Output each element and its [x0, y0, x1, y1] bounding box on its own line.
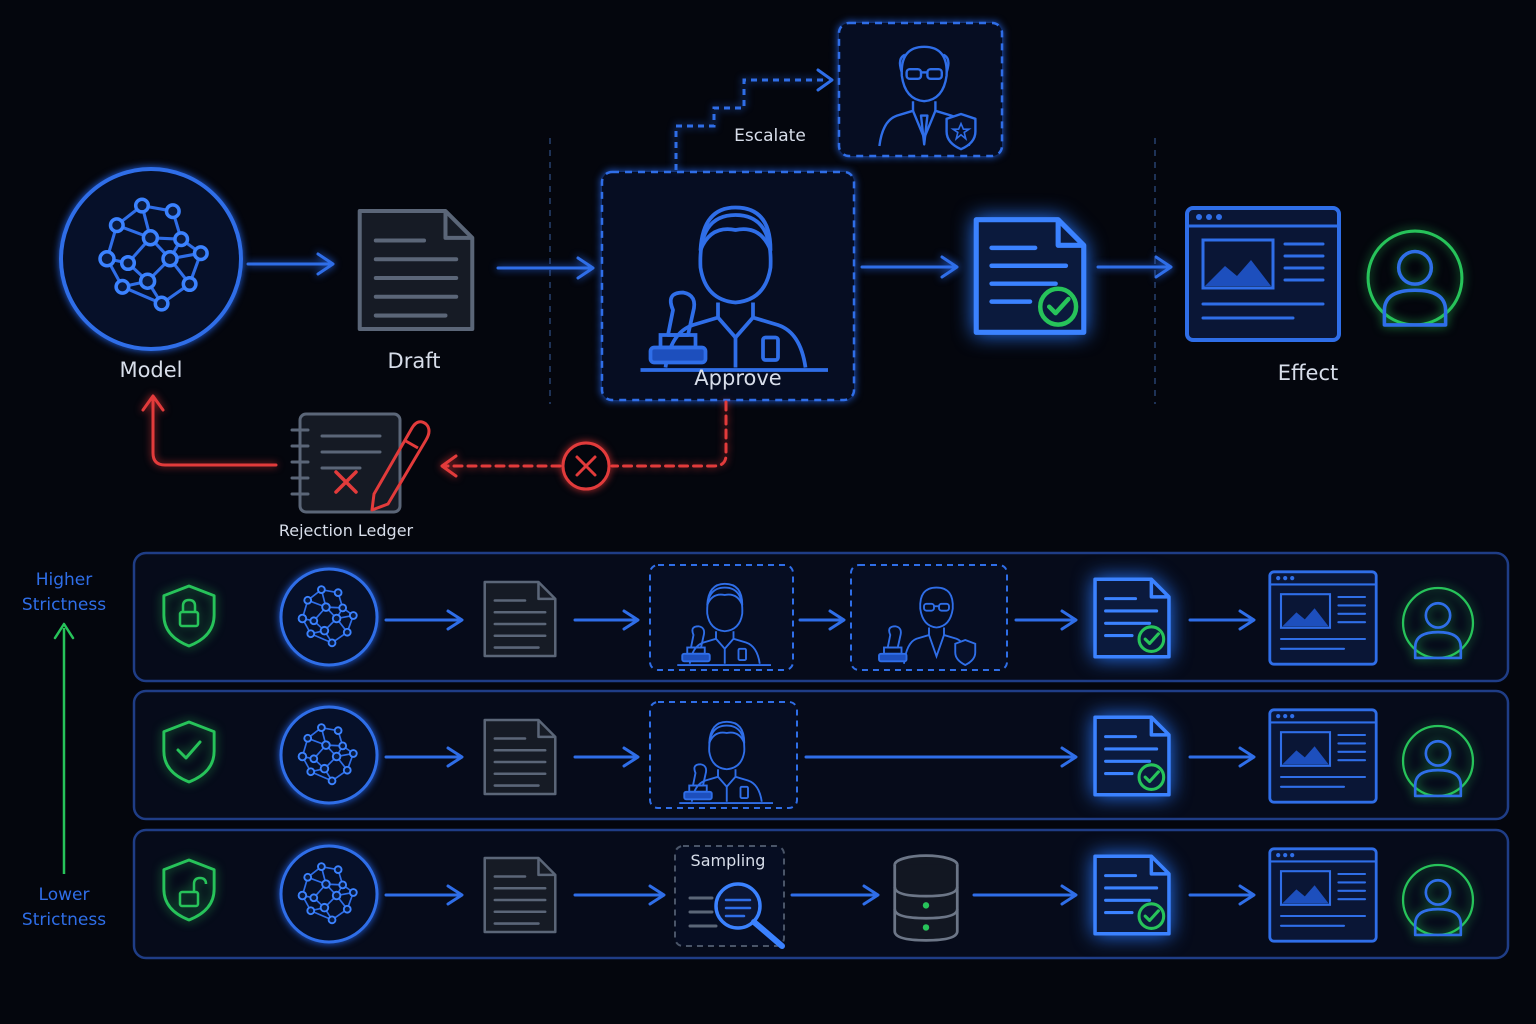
model-label: Model	[119, 358, 183, 382]
tier-high-arrows	[384, 609, 1256, 631]
escalate-arrow-head	[816, 68, 834, 92]
top-arrows	[246, 252, 1173, 280]
arrow-approve-doc-head	[940, 255, 959, 279]
tier-high	[132, 551, 1510, 683]
tier-mid-approved-doc-icon[interactable]	[1093, 715, 1171, 797]
effect-label: Effect	[1277, 361, 1339, 385]
tier-high-approve[interactable]	[649, 564, 794, 671]
lower-strictness-label: Lower Strictness	[21, 885, 107, 930]
escalate-node[interactable]	[837, 21, 1004, 158]
ledger-to-model-head	[141, 394, 165, 412]
tier-mid-arrows	[384, 746, 1256, 768]
user-icon[interactable]	[1368, 231, 1462, 325]
arrow-draft-approve-head	[576, 256, 595, 280]
escalate-path	[674, 78, 826, 170]
arrow-model-draft-head	[316, 252, 335, 276]
tier-high-model[interactable]	[279, 567, 379, 667]
rejection-path	[141, 394, 728, 478]
tier-high-approved-doc-icon[interactable]	[1093, 577, 1171, 659]
tier-high-draft-icon[interactable]	[483, 580, 557, 658]
reject-line-1	[610, 400, 728, 468]
tier-low	[132, 828, 1510, 960]
tier-low-approved-doc-icon[interactable]	[1093, 854, 1171, 936]
higher-strictness-label: Higher Strictness	[21, 570, 107, 615]
tier-low-database-icon[interactable]	[893, 854, 959, 942]
tier-mid-effect-icon[interactable]	[1268, 708, 1378, 804]
rejection-ledger-icon[interactable]	[290, 412, 431, 514]
tier-mid-draft-icon[interactable]	[483, 718, 557, 796]
approved-document[interactable]	[976, 220, 1084, 333]
lock-open-icon	[162, 858, 216, 922]
draft-label: Draft	[387, 349, 441, 373]
approve-label: Approve	[694, 366, 782, 390]
rejection-ledger-label: Rejection Ledger	[278, 521, 414, 540]
tier-mid-model[interactable]	[279, 705, 379, 805]
tier-low-draft-icon[interactable]	[483, 856, 557, 934]
tier-mid-approve[interactable]	[649, 701, 798, 809]
tier-mid	[132, 689, 1510, 821]
tier-low-effect-icon[interactable]	[1268, 847, 1378, 943]
tier-high-escalate[interactable]	[850, 564, 1008, 671]
arrow-doc-effect-head	[1154, 255, 1173, 279]
lock-closed-icon	[162, 584, 216, 648]
reject-arrow-head	[440, 454, 458, 478]
ledger-to-model-line	[151, 396, 278, 467]
tier-low-sampling[interactable]	[674, 845, 785, 949]
reject-x-icon	[561, 441, 611, 491]
approved-document-icon	[976, 220, 1084, 333]
escalate-label: Escalate	[734, 126, 806, 146]
tier-low-model[interactable]	[279, 844, 379, 944]
approve-node[interactable]	[600, 170, 856, 402]
model-node[interactable]	[59, 167, 243, 351]
sampling-label: Sampling	[690, 851, 766, 870]
check-shield-icon	[162, 720, 216, 784]
tier-low-arrows	[384, 884, 1256, 906]
draft-document-icon[interactable]	[360, 211, 473, 329]
strictness-axis-head	[53, 622, 75, 640]
effect-screen-icon[interactable]	[1187, 208, 1339, 340]
tier-high-effect-icon[interactable]	[1268, 570, 1378, 666]
